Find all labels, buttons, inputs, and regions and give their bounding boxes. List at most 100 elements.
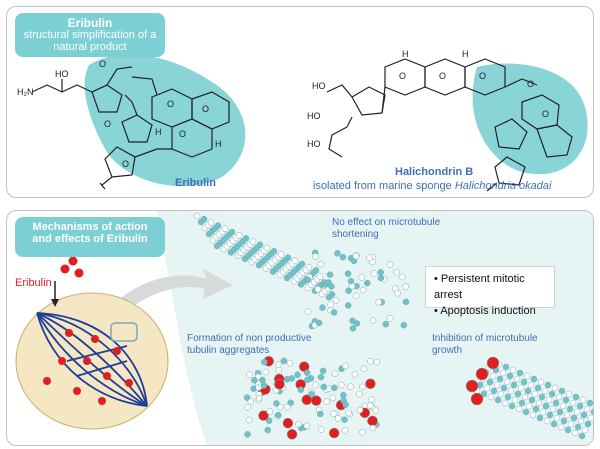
- svg-text:O: O: [542, 109, 549, 119]
- tubulin-dimer: [494, 396, 502, 404]
- svg-text:H: H: [155, 127, 162, 137]
- tubulin-dimer: [578, 432, 586, 440]
- tubulin-dimer: [200, 215, 208, 223]
- svg-text:H₂N: H₂N: [17, 87, 34, 97]
- aggregate-dimer: [286, 359, 294, 367]
- tubulin-dimer: [370, 270, 378, 277]
- aggregate-dimer: [317, 373, 325, 381]
- tubulin-dimer: [256, 241, 264, 249]
- tubulin-dimer: [214, 222, 222, 229]
- tubulin-dimer: [549, 405, 557, 413]
- aggregate-dimer: [286, 429, 298, 440]
- tubulin-dimer: [583, 405, 591, 413]
- tubulin-dimer: [541, 387, 549, 395]
- tubulin-dimer: [480, 390, 488, 398]
- tubulin-dimer: [518, 399, 526, 407]
- aggregate-dimer: [368, 396, 375, 403]
- structure-tag-title: Eribulin: [67, 16, 113, 30]
- eribulin-skeleton: [31, 66, 230, 190]
- formation-label: Formation of non productive tubulin aggr…: [187, 333, 312, 356]
- tubulin-dimer: [312, 253, 319, 260]
- halichondrin-subtitle-prefix: isolated from marine sponge: [313, 180, 455, 192]
- aggregate-dimer: [284, 403, 291, 411]
- tubulin-dimer: [499, 369, 507, 377]
- tubulin-dimer: [359, 286, 367, 294]
- inhibition-label: Inhibition of microtubule growth: [432, 333, 538, 356]
- tubulin-dimer: [319, 304, 326, 311]
- tubulin-dimer: [328, 291, 336, 298]
- aggregate-dimer: [367, 357, 374, 365]
- tubulin-dimer: [399, 273, 406, 281]
- tubulin-dimer: [557, 423, 565, 431]
- aggregate-dimer: [356, 390, 363, 398]
- tubulin-dimer: [344, 302, 352, 309]
- aggregate-dimer: [295, 420, 302, 428]
- aggregate-dimer: [369, 424, 377, 432]
- aggregate-dimer: [342, 401, 349, 408]
- tubulin-dimer: [312, 267, 320, 274]
- tubulin-dimer: [249, 238, 257, 245]
- tubulin-dimer: [509, 366, 517, 374]
- svg-text:O: O: [99, 59, 106, 69]
- tubulin-dimer: [523, 372, 531, 380]
- tubulin-dimer: [556, 408, 564, 416]
- aggregate-dimer: [297, 386, 305, 394]
- aggregate-dimer: [342, 362, 349, 370]
- tubulin-dimer: [536, 414, 544, 422]
- svg-text:HO: HO: [312, 81, 326, 91]
- aggregate-dimer: [312, 381, 319, 388]
- microtubule-shortening: [193, 212, 340, 304]
- tubulin-dimer: [590, 408, 593, 416]
- aggregate-dimer: [347, 383, 354, 390]
- aggregate-dimer: [304, 376, 311, 384]
- tubulin-dimer: [544, 381, 552, 389]
- eribulin-cap: [465, 379, 479, 393]
- tubulin-dimer: [375, 298, 382, 306]
- tubulin-dimer: [369, 317, 377, 324]
- tubulin-dimer: [352, 252, 360, 260]
- tubulin-dimer: [228, 228, 236, 236]
- svg-text:O: O: [167, 99, 174, 109]
- tubulin-dimer: [284, 254, 292, 261]
- aggregate-dimer: [367, 402, 374, 409]
- tubulin-dimer: [584, 420, 592, 428]
- tubulin-dimer: [349, 325, 357, 332]
- tubulin-dimer: [502, 363, 510, 371]
- aggregate-dimer: [274, 411, 282, 419]
- eribulin-dots-in-cell: [43, 329, 133, 405]
- tubulin-dimer: [242, 235, 250, 242]
- tubulin-dimer: [400, 321, 408, 329]
- tubulin-dimer: [566, 405, 574, 413]
- tubulin-dimer: [537, 378, 545, 386]
- tubulin-dimer: [546, 411, 554, 419]
- tubulin-dimer: [574, 423, 582, 431]
- aggregate-dimer: [320, 383, 327, 391]
- tubulin-dimer: [315, 319, 323, 327]
- tubulin-dimer: [496, 375, 504, 383]
- aggregate-dimer: [303, 369, 311, 376]
- tubulin-dimer: [291, 257, 299, 265]
- tubulin-dimer: [511, 396, 519, 404]
- tubulin-dimer: [501, 399, 509, 407]
- svg-text:O: O: [439, 71, 446, 81]
- tubulin-dimer: [514, 390, 522, 398]
- svg-text:O: O: [202, 104, 209, 114]
- svg-text:O: O: [399, 71, 406, 81]
- tubulin-dimer: [377, 269, 384, 276]
- eribulin-cap: [470, 392, 484, 406]
- tubulin-dimer: [567, 420, 575, 428]
- aggregate-dimer: [262, 368, 269, 376]
- tubulin-dimer: [402, 283, 409, 290]
- tubulin-dimer: [504, 393, 512, 401]
- svg-text:O: O: [179, 129, 186, 139]
- effect-item: • Apoptosis induction: [434, 305, 536, 317]
- tubulin-dimer: [572, 393, 580, 401]
- aggregate-dimer: [334, 415, 342, 422]
- tubulin-dimer: [339, 253, 347, 261]
- svg-text:O: O: [104, 119, 111, 129]
- tubulin-dimer: [487, 393, 495, 401]
- tubulin-dimer: [524, 387, 532, 395]
- aggregate-dimer: [244, 404, 251, 411]
- aggregate-dimer: [337, 381, 345, 389]
- tubulin-dimer: [573, 408, 581, 416]
